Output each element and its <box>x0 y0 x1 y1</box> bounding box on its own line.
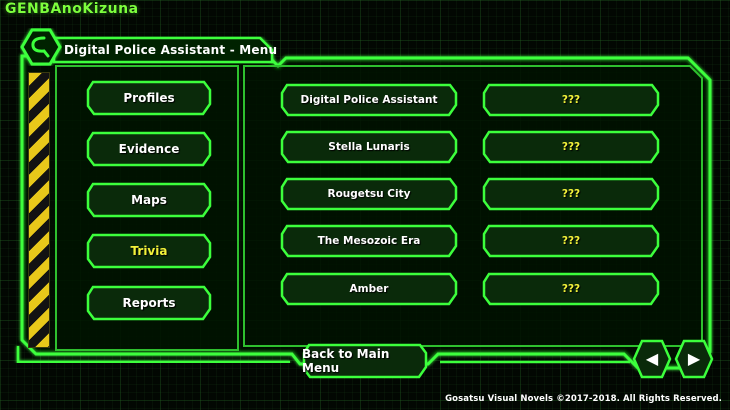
entry-label: ??? <box>561 188 581 200</box>
locked-entry-4-button[interactable]: ??? <box>482 224 660 258</box>
arrow-right-icon: ▶ <box>687 349 701 368</box>
entry-label: The Mesozoic Era <box>317 235 421 247</box>
window-title: Digital Police Assistant - Menu <box>64 43 278 57</box>
back-to-main-menu-button[interactable]: Back to Main Menu <box>302 343 428 379</box>
next-page-button[interactable]: ▶ <box>674 338 714 380</box>
category-maps-button[interactable]: Maps <box>86 182 212 218</box>
entry-label: ??? <box>561 141 581 153</box>
button-shape <box>280 224 458 258</box>
locked-entry-1-button[interactable]: ??? <box>482 83 660 117</box>
button-shape <box>86 80 212 116</box>
entry-amber-button[interactable]: Amber <box>280 272 458 306</box>
entry-label: Amber <box>349 283 389 295</box>
entry-rougetsu-city-button[interactable]: Rougetsu City <box>280 177 458 211</box>
button-shape <box>482 130 660 164</box>
locked-entry-3-button[interactable]: ??? <box>482 177 660 211</box>
entry-stella-lunaris-button[interactable]: Stella Lunaris <box>280 130 458 164</box>
button-shape <box>482 83 660 117</box>
back-button-label: Back to Main Menu <box>302 347 390 375</box>
button-shape <box>86 285 212 321</box>
hexagon-shape <box>674 339 714 379</box>
category-evidence-button[interactable]: Evidence <box>86 131 212 167</box>
hazard-stripe-decoration <box>28 72 50 348</box>
category-label: Profiles <box>123 91 175 105</box>
game-logo: GENBAnoKizuna <box>5 1 139 17</box>
button-shape <box>482 272 660 306</box>
button-shape <box>86 182 212 218</box>
button-shape <box>482 177 660 211</box>
locked-entry-2-button[interactable]: ??? <box>482 130 660 164</box>
button-shape <box>280 272 458 306</box>
locked-entry-5-button[interactable]: ??? <box>482 272 660 306</box>
category-label: Reports <box>122 296 176 310</box>
category-label: Maps <box>131 193 167 207</box>
entry-mesozoic-era-button[interactable]: The Mesozoic Era <box>280 224 458 258</box>
entry-label: Rougetsu City <box>327 188 411 200</box>
button-shape <box>280 83 458 117</box>
entry-label: Stella Lunaris <box>328 141 410 153</box>
arrow-left-icon: ◀ <box>645 349 659 368</box>
button-shape <box>280 130 458 164</box>
entry-label: ??? <box>561 235 581 247</box>
entry-label: ??? <box>561 283 581 295</box>
button-shape <box>280 177 458 211</box>
button-shape <box>482 224 660 258</box>
previous-page-button[interactable]: ◀ <box>632 338 672 380</box>
category-reports-button[interactable]: Reports <box>86 285 212 321</box>
category-trivia-button[interactable]: Trivia <box>86 233 212 269</box>
category-label: Evidence <box>118 142 180 156</box>
hexagon-shape <box>632 339 672 379</box>
button-shape <box>86 131 212 167</box>
button-shape <box>86 233 212 269</box>
copyright-text: Gosatsu Visual Novels ©2017-2018. All Ri… <box>445 394 722 404</box>
category-label: Trivia <box>130 244 168 258</box>
entry-digital-police-assistant-button[interactable]: Digital Police Assistant <box>280 83 458 117</box>
button-shape <box>302 343 428 379</box>
entry-label: ??? <box>561 94 581 106</box>
category-profiles-button[interactable]: Profiles <box>86 80 212 116</box>
entry-label: Digital Police Assistant <box>300 94 438 106</box>
